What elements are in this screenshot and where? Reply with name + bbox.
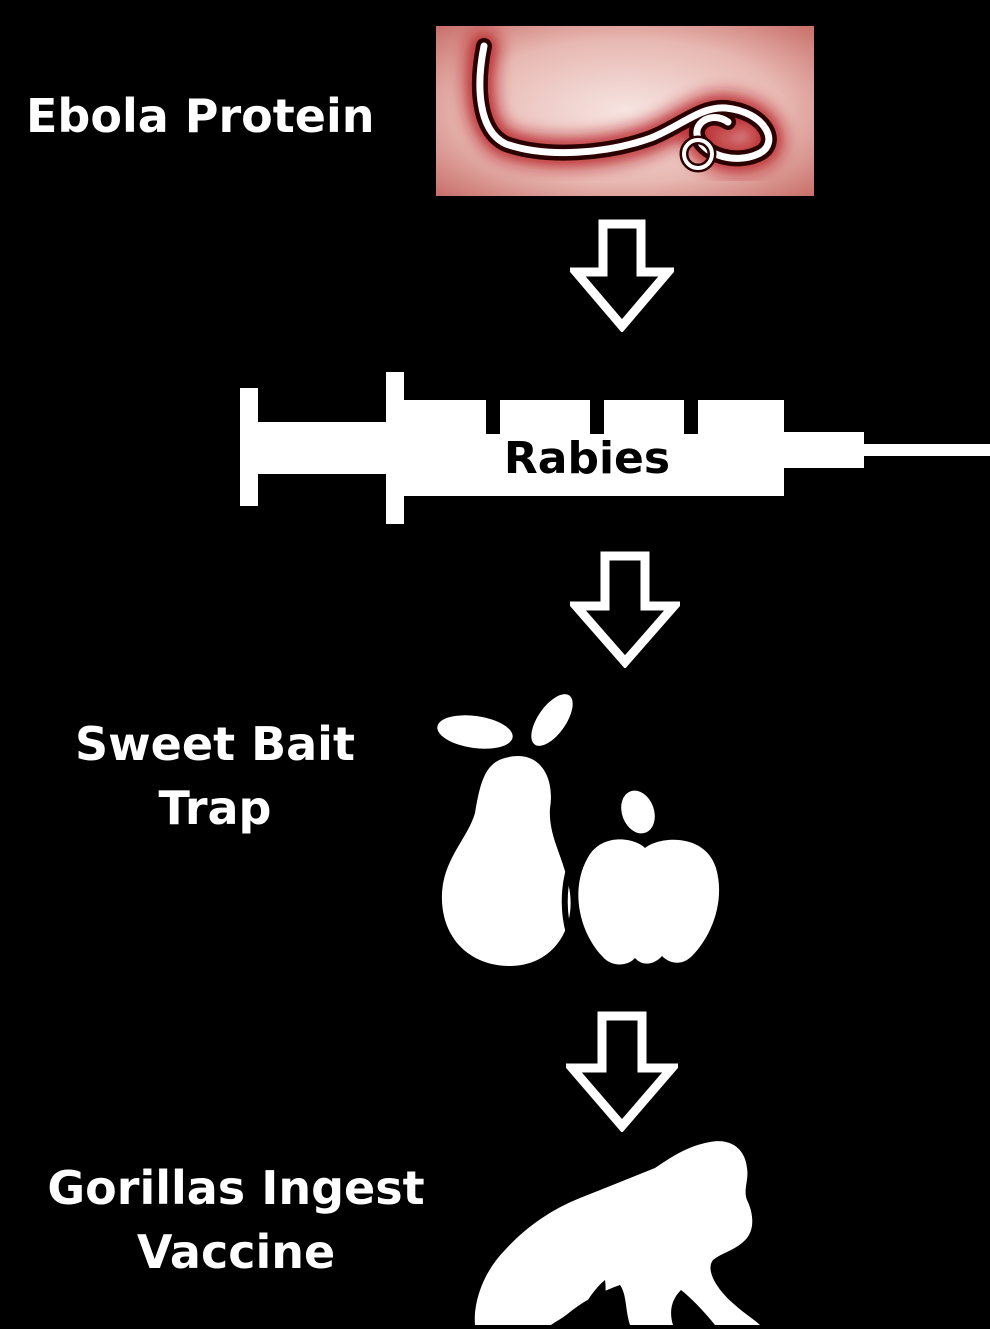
down-arrow-icon bbox=[570, 550, 680, 672]
sweet-bait-trap-label: Sweet Bait Trap bbox=[20, 712, 410, 840]
sweet-bait-trap-label-line2: Trap bbox=[20, 776, 410, 840]
sweet-bait-trap-label-line1: Sweet Bait bbox=[20, 712, 410, 776]
ebola-virus-icon bbox=[436, 26, 814, 196]
gorillas-ingest-vaccine-label: Gorillas Ingest Vaccine bbox=[26, 1156, 446, 1284]
ebola-protein-label: Ebola Protein bbox=[26, 84, 374, 148]
down-arrow-icon bbox=[570, 218, 674, 336]
rabies-label: Rabies bbox=[462, 430, 712, 488]
down-arrow-icon bbox=[566, 1010, 678, 1136]
fruit-icon bbox=[430, 688, 730, 982]
gorillas-ingest-vaccine-label-line2: Vaccine bbox=[26, 1220, 446, 1284]
gorilla-icon bbox=[455, 1140, 815, 1329]
gorillas-ingest-vaccine-label-line1: Gorillas Ingest bbox=[26, 1156, 446, 1220]
